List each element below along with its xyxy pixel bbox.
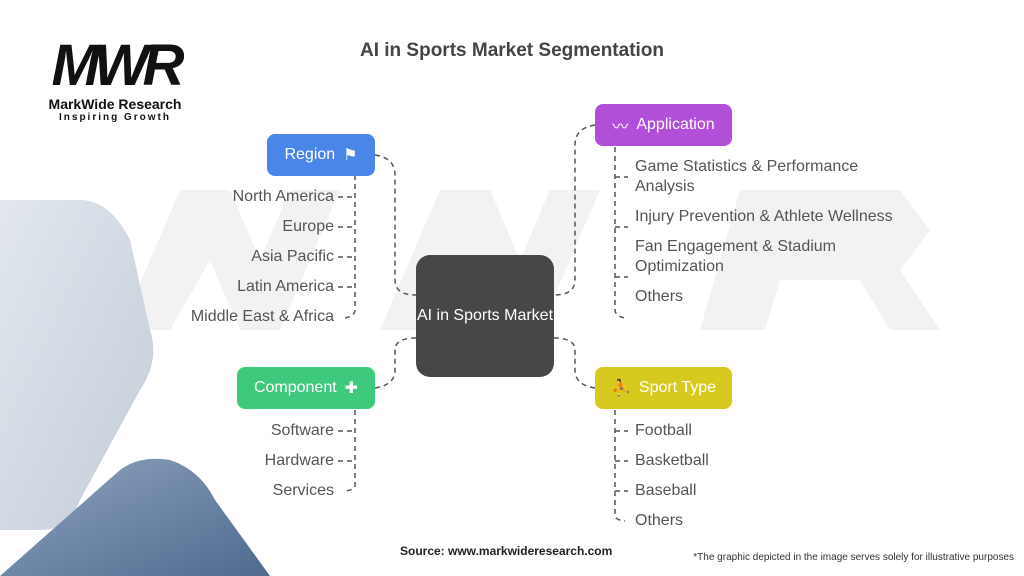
- list-item: Hardware: [264, 452, 334, 469]
- list-item: North America: [232, 188, 334, 205]
- sport-type-list: Football Basketball Baseball Others: [635, 421, 835, 531]
- logo-mark: MWR: [51, 33, 185, 98]
- region-node: Region ⚑: [267, 134, 375, 176]
- athlete-icon: 〰: [612, 119, 629, 136]
- list-item: Europe: [282, 218, 334, 235]
- list-item: Basketball: [635, 452, 709, 469]
- list-item: Others: [635, 512, 684, 529]
- list-item: Baseball: [635, 482, 697, 499]
- region-list: North America Europe Asia Pacific Latin …: [150, 187, 334, 327]
- sport-type-node: ⛹ Sport Type: [595, 367, 732, 409]
- list-item: Others: [635, 288, 684, 305]
- list-item: Services: [272, 482, 334, 499]
- gamepad-icon: ✚: [344, 380, 359, 397]
- map-flag-icon: ⚑: [343, 147, 358, 164]
- list-item: Middle East & Africa: [190, 308, 334, 325]
- component-list: Software Hardware Services: [150, 421, 334, 501]
- page-title: AI in Sports Market Segmentation: [359, 40, 665, 61]
- list-item: Software: [270, 422, 334, 439]
- logo: MWR MarkWide Research Inspiring Growth: [35, 33, 195, 124]
- list-item: Game Statistics & Performance Analysis: [635, 158, 859, 195]
- list-item: Football: [635, 422, 692, 439]
- disclaimer-note: *The graphic depicted in the image serve…: [693, 552, 1014, 563]
- application-list: Game Statistics & Performance Analysis I…: [635, 157, 895, 307]
- background-shape: [0, 200, 154, 530]
- logo-name: MarkWide Research: [48, 96, 182, 112]
- list-item: Injury Prevention & Athlete Wellness: [635, 208, 893, 225]
- application-node: 〰 Application: [595, 104, 732, 146]
- application-label: Application: [636, 116, 715, 133]
- logo-tagline: Inspiring Growth: [59, 112, 171, 123]
- source-text: Source: www.markwideresearch.com: [400, 544, 613, 558]
- list-item: Asia Pacific: [251, 248, 334, 265]
- background-shape: [0, 458, 270, 576]
- list-item: Latin America: [237, 278, 334, 295]
- runner-icon: ⛹: [610, 380, 631, 397]
- component-label: Component: [253, 379, 337, 396]
- list-item: Fan Engagement & Stadium Optimization: [635, 238, 837, 275]
- component-node: Component ✚: [237, 367, 375, 409]
- center-node: AI in Sports Market: [416, 255, 554, 377]
- sport-type-label: Sport Type: [638, 379, 716, 396]
- region-label: Region: [284, 146, 336, 163]
